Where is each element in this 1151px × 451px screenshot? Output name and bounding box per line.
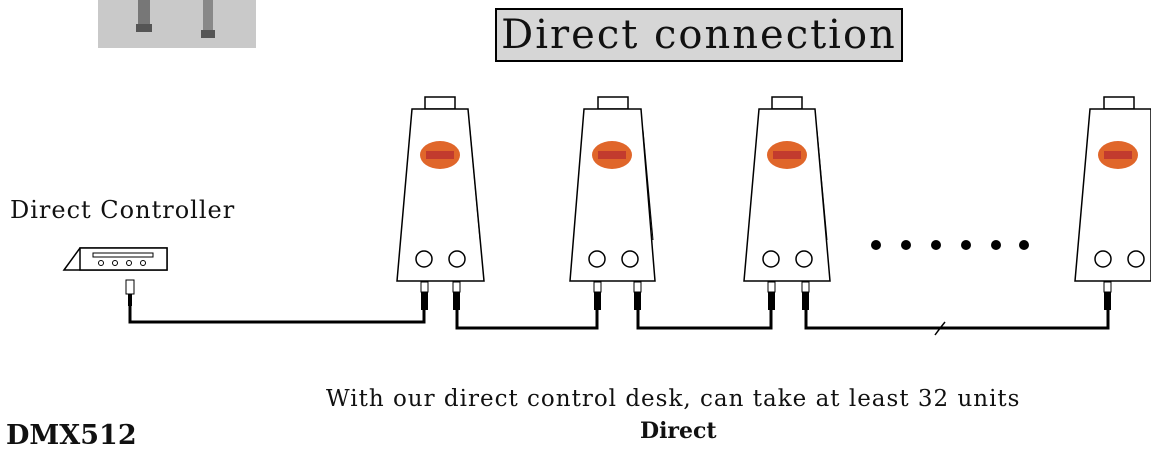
fixture-unit xyxy=(396,96,485,310)
controller-label: Direct Controller xyxy=(10,196,236,224)
fixture-unit xyxy=(569,96,656,310)
fixture-unit xyxy=(1074,96,1151,310)
caption: With our direct control desk, can take a… xyxy=(326,386,1021,412)
protocol-label: DMX512 xyxy=(6,420,137,451)
dmx-cable xyxy=(128,306,1110,330)
cable-break-mark xyxy=(934,321,946,336)
fixture-unit xyxy=(743,96,831,310)
xlr-plug-icon xyxy=(136,0,215,38)
connector-photo-crop xyxy=(98,0,256,48)
diagram-title: Direct connection xyxy=(495,8,903,62)
more-units-ellipsis xyxy=(871,240,1029,250)
controller-desk-icon xyxy=(62,247,168,306)
caption-sub: Direct xyxy=(640,418,717,444)
